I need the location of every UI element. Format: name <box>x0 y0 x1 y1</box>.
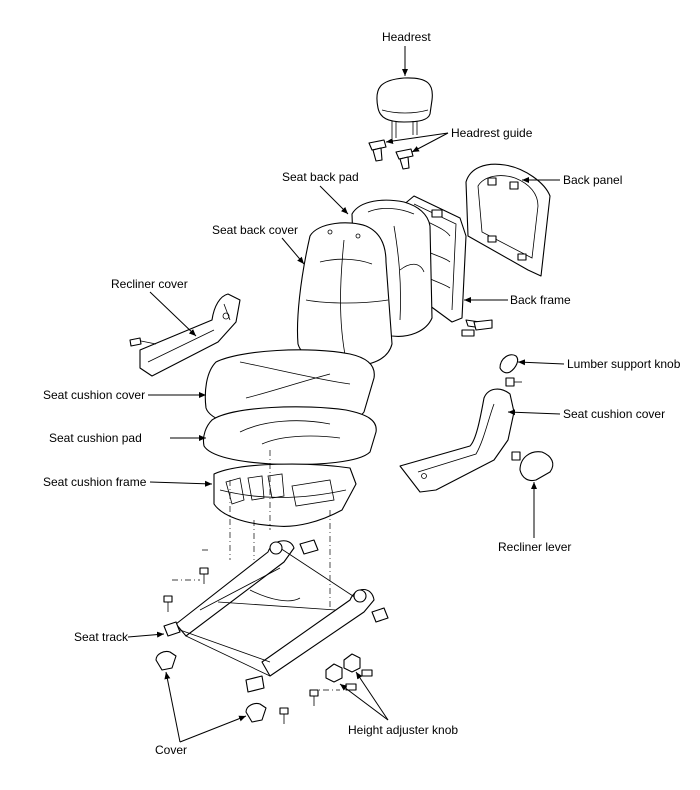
seat-cushion-frame-part <box>213 463 357 527</box>
label-seat-cushion-frame: Seat cushion frame <box>43 475 147 489</box>
seat-cushion-pad-part <box>202 406 377 466</box>
recliner-lever-part <box>511 451 554 482</box>
back-panel <box>465 163 551 277</box>
height-adjuster-knob-parts <box>325 653 373 691</box>
label-seat-cushion-cover-left: Seat cushion cover <box>43 388 146 402</box>
leader-lines <box>127 46 565 743</box>
label-seat-cushion-pad: Seat cushion pad <box>49 431 142 445</box>
side-cushion-cover <box>399 388 515 493</box>
headrest-guide-left <box>368 139 387 162</box>
label-headrest: Headrest <box>382 30 431 44</box>
label-back-frame: Back frame <box>510 293 571 307</box>
label-recliner-cover: Recliner cover <box>111 277 188 291</box>
label-seat-track: Seat track <box>74 630 129 644</box>
headrest <box>376 77 433 138</box>
label-headrest-guide: Headrest guide <box>451 126 533 140</box>
assembly-lines <box>172 450 340 691</box>
label-recliner-lever: Recliner lever <box>498 540 572 554</box>
cover-parts <box>155 539 389 723</box>
label-back-panel: Back panel <box>563 173 623 187</box>
lumber-support-knob-part <box>499 354 522 387</box>
label-lumber-support-knob: Lumber support knob <box>567 357 681 371</box>
seat-back-cover <box>296 222 393 367</box>
label-seat-cushion-cover-right: Seat cushion cover <box>563 407 666 421</box>
label-height-adjuster-knob: Height adjuster knob <box>348 723 459 737</box>
label-seat-back-cover: Seat back cover <box>212 223 299 237</box>
bolts <box>163 567 319 724</box>
headrest-guide-right <box>395 148 414 170</box>
label-cover: Cover <box>155 743 188 757</box>
label-seat-back-pad: Seat back pad <box>282 170 359 184</box>
seat-track-part <box>163 540 375 693</box>
